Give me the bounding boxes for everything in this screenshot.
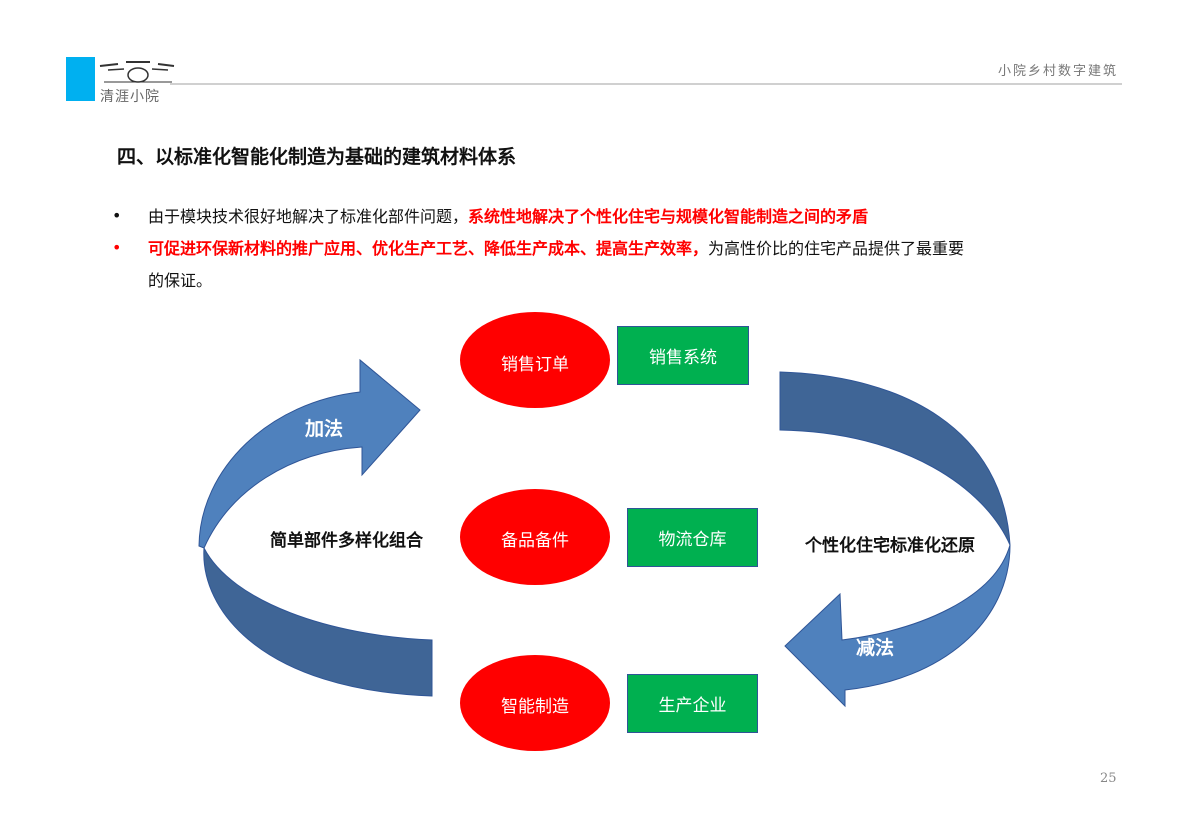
right-arrow-label: 减法 [856, 637, 895, 659]
bullet-1: 由于模块技术很好地解决了标准化部件问题，系统性地解决了个性化住宅与规模化智能制造… [148, 201, 1108, 233]
bullet-marker: • [112, 206, 122, 225]
left-side-text: 简单部件多样化组合 [270, 531, 423, 551]
bullet-1-highlight: 系统性地解决了个性化住宅与规模化智能制造之间的矛盾 [468, 207, 869, 226]
logo-block [66, 57, 95, 101]
box-production-enterprise: 生产企业 [627, 674, 758, 733]
ellipse-spare-parts [460, 489, 610, 585]
brand-name: 小院乡村数字建筑 [997, 64, 1118, 79]
page-number: 25 [1100, 771, 1117, 786]
right-side-text: 个性化住宅标准化还原 [805, 536, 975, 556]
logo-text: 清涯小院 [100, 89, 160, 105]
left-arrow-upper [198, 358, 421, 549]
bullet-2-text-cont: 的保证。 [148, 271, 213, 290]
bullet-1-text: 由于模块技术很好地解决了标准化部件问题， [148, 207, 469, 226]
ellipse-sales-order [460, 312, 610, 408]
bullet-2-highlight: 可促进环保新材料的推广应用、优化生产工艺、降低生产成本、提高生产效率， [148, 239, 709, 258]
box-sales-system: 销售系统 [617, 326, 749, 385]
box-logistics-warehouse: 物流仓库 [627, 508, 758, 567]
left-arrow-lower [203, 546, 433, 697]
left-arrow-label: 加法 [305, 418, 344, 440]
header-divider [170, 83, 1122, 85]
right-arrow-upper [779, 371, 1011, 546]
bullet-marker: • [112, 238, 122, 257]
bullet-2-text: 为高性价比的住宅产品提供了最重要 [708, 239, 965, 258]
right-arrow-lower [784, 544, 1011, 708]
ellipse-label: 备品备件 [501, 531, 569, 551]
ellipse-label: 智能制造 [501, 697, 569, 717]
slide-title: 四、以标准化智能化制造为基础的建筑材料体系 [117, 146, 517, 168]
ellipse-smart-manufacturing [460, 655, 610, 751]
logo-emblem [99, 61, 175, 83]
bullet-2: 可促进环保新材料的推广应用、优化生产工艺、降低生产成本、提高生产效率，为高性价比… [148, 233, 1108, 297]
ellipse-label: 销售订单 [501, 355, 569, 375]
